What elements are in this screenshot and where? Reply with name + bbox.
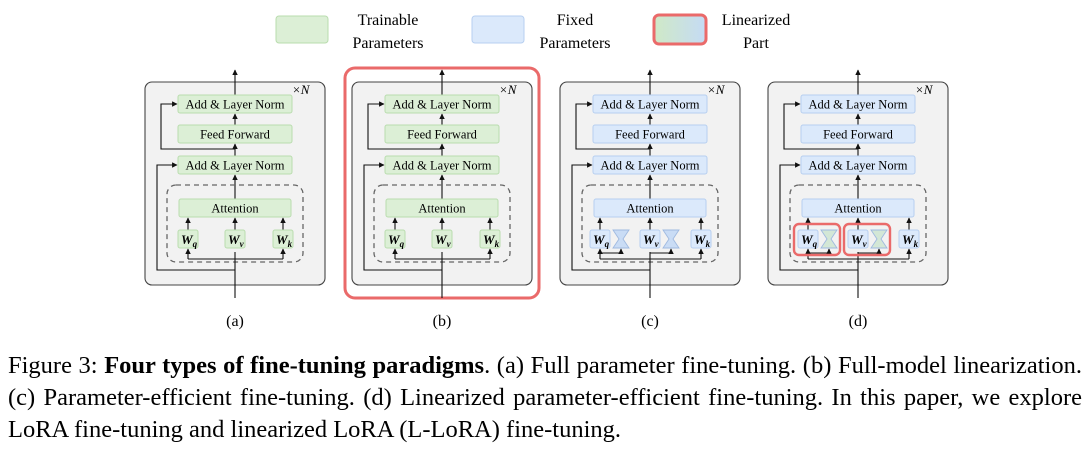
legend-linearized-line1: Linearized bbox=[722, 12, 790, 29]
panel-label: (c) bbox=[641, 313, 659, 330]
residual-ff bbox=[160, 101, 235, 150]
attention-box bbox=[801, 198, 915, 218]
lora-input-v bbox=[858, 248, 882, 254]
lora-input-q bbox=[808, 248, 832, 254]
add-norm-top-box bbox=[800, 94, 916, 114]
weight-wk-box bbox=[479, 229, 501, 249]
weight-wq-box bbox=[589, 229, 611, 249]
legend-fixed-line2: Parameters bbox=[539, 35, 610, 52]
lora-input-q bbox=[600, 248, 624, 254]
attention-label: Attention bbox=[418, 202, 466, 216]
lora-adapter-q bbox=[820, 229, 838, 249]
legend-fixed-line1: Fixed bbox=[557, 12, 593, 29]
caption-bold: Four types of fine-tuning paradigms bbox=[104, 352, 485, 379]
attention-box bbox=[178, 198, 292, 218]
repeat-label: ×N bbox=[292, 82, 311, 97]
add-norm-top-label: Add & Layer Norm bbox=[186, 98, 285, 112]
legend-trainable-swatch bbox=[275, 15, 329, 44]
add-norm-bottom-box bbox=[592, 155, 708, 175]
lora-adapter-v bbox=[662, 229, 680, 249]
weight-wv-box bbox=[847, 229, 869, 249]
lora-input-v bbox=[650, 248, 674, 254]
residual-ff bbox=[367, 101, 442, 150]
legend-fixed-swatch bbox=[471, 15, 525, 44]
add-norm-bottom-box bbox=[177, 155, 293, 175]
add-norm-bottom-box bbox=[384, 155, 500, 175]
figure-caption: Figure 3: Four types of fine-tuning para… bbox=[8, 350, 1082, 446]
panel-label: (a) bbox=[226, 313, 244, 330]
caption-rest: . (a) Full parameter fine-tuning. (b) Fu… bbox=[8, 352, 1082, 443]
lora-adapter-v bbox=[870, 229, 888, 249]
add-norm-top-label: Add & Layer Norm bbox=[601, 98, 700, 112]
add-norm-bottom-label: Add & Layer Norm bbox=[393, 159, 492, 173]
panel-label: (b) bbox=[433, 313, 452, 330]
residual-ff bbox=[575, 101, 650, 150]
weight-wv-box bbox=[639, 229, 661, 249]
add-norm-top-label: Add & Layer Norm bbox=[809, 98, 908, 112]
repeat-label: ×N bbox=[915, 82, 934, 97]
feed-forward-box bbox=[384, 124, 500, 144]
attention-label: Attention bbox=[211, 202, 259, 216]
add-norm-top-box bbox=[177, 94, 293, 114]
figure-diagram: Trainable Parameters Fixed Parameters Li… bbox=[144, 12, 949, 330]
lora-adapter-q bbox=[612, 229, 630, 249]
weight-wv-box bbox=[431, 229, 453, 249]
legend-linearized-swatch bbox=[652, 13, 708, 46]
feed-forward-label: Feed Forward bbox=[407, 128, 478, 142]
weight-wk-box bbox=[690, 229, 712, 249]
add-norm-bottom-label: Add & Layer Norm bbox=[809, 159, 908, 173]
residual-attn bbox=[779, 162, 858, 271]
feed-forward-label: Feed Forward bbox=[823, 128, 894, 142]
weight-wv-box bbox=[224, 229, 246, 249]
feed-forward-box bbox=[177, 124, 293, 144]
add-norm-top-box bbox=[384, 94, 500, 114]
add-norm-bottom-label: Add & Layer Norm bbox=[601, 159, 700, 173]
add-norm-bottom-box bbox=[800, 155, 916, 175]
caption-prefix: Figure 3: bbox=[8, 352, 105, 379]
attention-label: Attention bbox=[834, 202, 882, 216]
linearized-lora-q bbox=[792, 222, 842, 257]
attention-box bbox=[593, 198, 707, 218]
repeat-label: ×N bbox=[499, 82, 518, 97]
linearized-lora-v bbox=[842, 222, 892, 257]
feed-forward-label: Feed Forward bbox=[615, 128, 686, 142]
residual-ff bbox=[783, 101, 858, 150]
repeat-label: ×N bbox=[707, 82, 726, 97]
weight-wk-box bbox=[272, 229, 294, 249]
legend-trainable-line1: Trainable bbox=[358, 12, 419, 29]
residual-attn bbox=[363, 162, 442, 271]
feed-forward-label: Feed Forward bbox=[200, 128, 271, 142]
attention-box bbox=[385, 198, 499, 218]
add-norm-bottom-label: Add & Layer Norm bbox=[186, 159, 285, 173]
feed-forward-box bbox=[800, 124, 916, 144]
legend: Trainable Parameters Fixed Parameters Li… bbox=[275, 12, 790, 52]
residual-attn bbox=[156, 162, 235, 271]
legend-trainable-line2: Parameters bbox=[352, 35, 423, 52]
weight-wq-box bbox=[384, 229, 406, 249]
weight-wk-box bbox=[898, 229, 920, 249]
residual-attn bbox=[571, 162, 650, 271]
weight-wq-box bbox=[177, 229, 199, 249]
attention-label: Attention bbox=[626, 202, 674, 216]
feed-forward-box bbox=[592, 124, 708, 144]
panel-label: (d) bbox=[849, 313, 868, 330]
weight-wq-box bbox=[797, 229, 819, 249]
legend-linearized-line2: Part bbox=[743, 35, 769, 52]
add-norm-top-label: Add & Layer Norm bbox=[393, 98, 492, 112]
add-norm-top-box bbox=[592, 94, 708, 114]
